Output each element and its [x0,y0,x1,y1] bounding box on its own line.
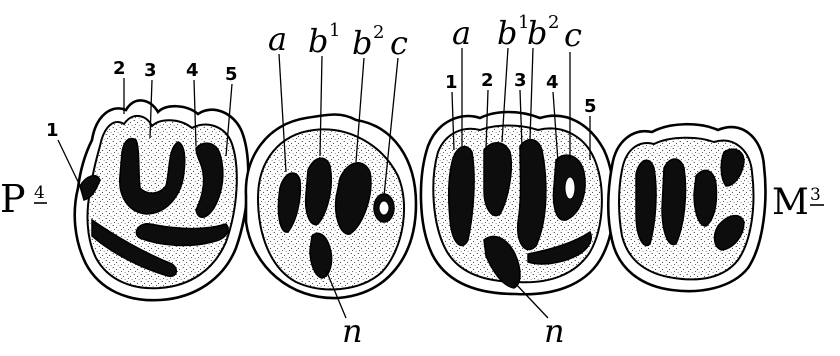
tooth2-label-b1-sup: 1 [329,20,340,41]
tooth3-label-c: c [564,16,582,54]
tooth2-label-b2-sup: 2 [373,22,384,43]
tooth3-label-n: n [544,312,565,350]
label-m-index: 3 [810,185,821,205]
tooth3-number-4: 4 [546,72,559,93]
tooth-3-fold-a [449,147,474,246]
tooth2-label-c: c [390,24,408,62]
tooth3-label-b2: b [527,14,547,52]
tooth-m3 [608,124,765,291]
label-p: P [0,177,26,221]
p4-number-1: 1 [46,120,59,141]
p4-number-2: 2 [113,58,126,79]
tooth-2-fold-c-core [379,201,389,215]
tooth2-label-a: a [268,20,287,58]
tooth2-label-n: n [342,312,363,350]
tooth3-number-5: 5 [584,96,597,117]
p4-number-5: 5 [225,64,238,85]
tooth2-label-b1: b [308,22,328,60]
tooth3-number-1: 1 [445,72,458,93]
tooth-p4 [75,100,249,300]
tooth3-number-2: 2 [481,70,494,91]
tooth3-label-b2-sup: 2 [548,12,559,33]
p4-number-4: 4 [186,60,199,81]
tooth-2 [246,115,416,299]
p4-number-3: 3 [144,60,157,81]
tooth3-label-a: a [452,14,471,52]
tooth3-number-3: 3 [514,70,527,91]
label-m: M [772,182,809,223]
tooth2-label-b2: b [352,24,372,62]
tooth-m3-loop-1 [636,160,656,245]
tooth3-label-b1: b [497,14,517,52]
label-p-index: 4 [34,183,45,203]
tooth-3-fold-c-core [565,177,575,199]
tooth-3 [421,112,614,294]
